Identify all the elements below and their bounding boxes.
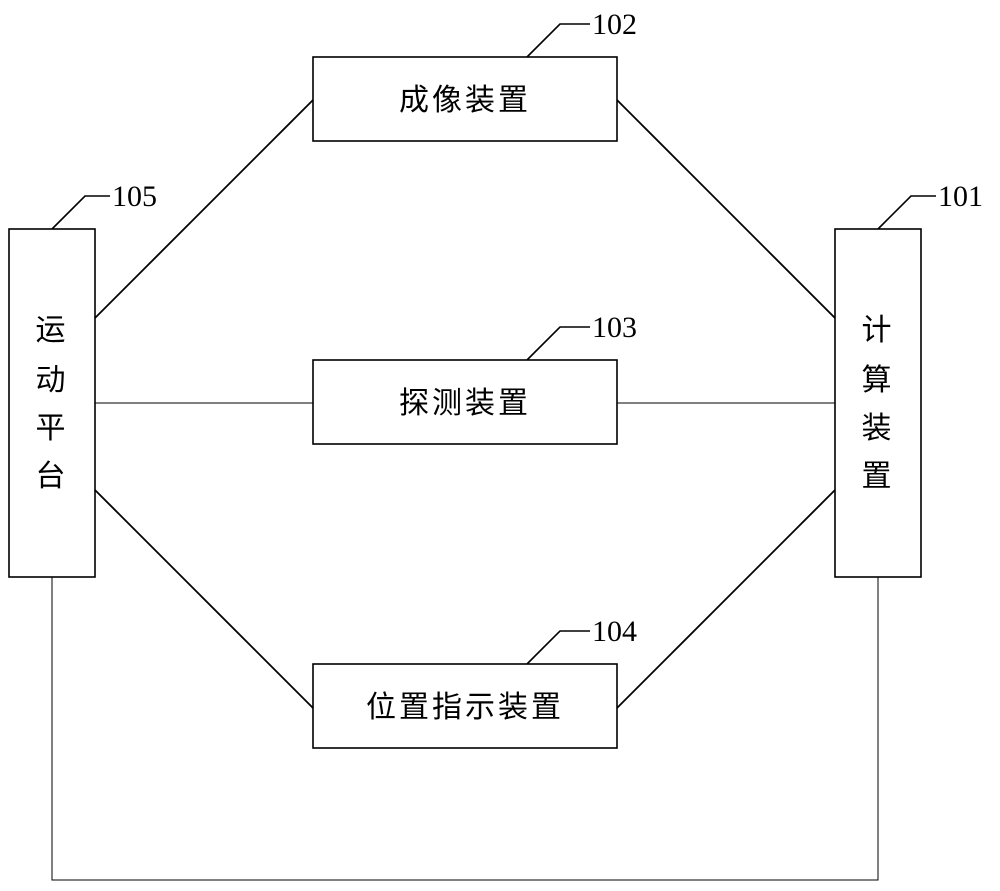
imaging-device-ref-number: 102 xyxy=(592,8,637,41)
computing-device-ref-number: 101 xyxy=(938,180,983,213)
computing-device-block: 计 算 装 置 101 xyxy=(835,180,983,577)
position-indicator-block: 位置指示装置 104 xyxy=(313,615,637,748)
detection-device-label: 探测装置 xyxy=(399,386,531,421)
computing-device-label-char: 计 xyxy=(862,313,895,348)
wire-platform-to-position-indicator xyxy=(95,490,313,708)
position-indicator-ref-number: 104 xyxy=(592,615,637,648)
detection-device-block: 探测装置 103 xyxy=(313,311,637,444)
detection-device-leader-line xyxy=(527,327,590,360)
imaging-device-block: 成像装置 102 xyxy=(313,8,637,141)
imaging-device-label: 成像装置 xyxy=(399,83,531,118)
position-indicator-leader-line xyxy=(527,631,590,664)
connections xyxy=(52,100,878,880)
imaging-device-leader-line xyxy=(527,24,590,57)
motion-platform-label-char: 平 xyxy=(36,411,69,446)
motion-platform-ref-number: 105 xyxy=(112,180,157,213)
motion-platform-block: 运 动 平 台 105 xyxy=(9,180,157,577)
computing-device-label-char: 算 xyxy=(862,363,895,398)
motion-platform-label-char: 运 xyxy=(36,313,69,348)
motion-platform-label-char: 动 xyxy=(36,363,69,398)
computing-device-leader-line xyxy=(878,196,936,229)
computing-device-label-char: 置 xyxy=(862,459,895,494)
wire-imaging-to-computing xyxy=(617,100,835,318)
computing-device-box xyxy=(835,229,921,577)
wire-position-indicator-to-computing xyxy=(617,490,835,708)
motion-platform-label-char: 台 xyxy=(36,459,69,494)
position-indicator-label: 位置指示装置 xyxy=(366,690,564,725)
motion-platform-box xyxy=(9,229,95,577)
detection-device-ref-number: 103 xyxy=(592,311,637,344)
computing-device-label-char: 装 xyxy=(862,411,895,446)
motion-platform-leader-line xyxy=(52,196,110,229)
